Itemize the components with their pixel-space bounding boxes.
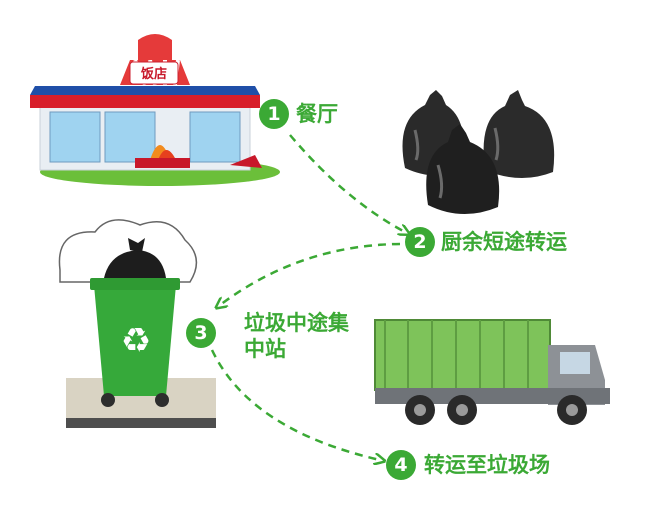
- step-1-badge: 1: [259, 99, 289, 129]
- step-3-badge: 3: [186, 318, 216, 348]
- svg-text:♻: ♻: [121, 321, 151, 361]
- recycle-bin-icon: ♻: [58, 219, 216, 428]
- restaurant-sign: 饭店: [140, 66, 167, 82]
- step-4-badge: 4: [386, 450, 416, 480]
- arrow-1-to-2: [289, 134, 405, 232]
- step-3-label: 垃圾中途集中站: [244, 311, 349, 361]
- restaurant-icon: 饭店: [30, 34, 280, 186]
- arrow-2-to-3: [220, 242, 401, 305]
- garbage-bags-icon: [402, 90, 555, 215]
- step-1-label: 餐厅: [296, 102, 338, 126]
- step-2-badge: 2: [405, 227, 435, 257]
- arrow-3-to-4: [210, 349, 380, 460]
- step-4-label: 转运至垃圾场: [424, 453, 550, 477]
- recycle-icon: ♻: [121, 321, 151, 361]
- step-2-label: 厨余短途转运: [441, 230, 567, 254]
- garbage-truck-icon: [374, 319, 610, 425]
